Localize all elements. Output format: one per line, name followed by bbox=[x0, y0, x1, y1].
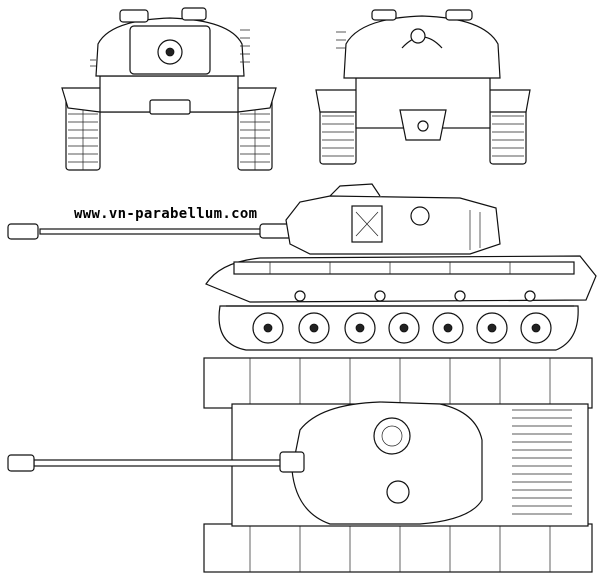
front-view bbox=[61, 7, 277, 171]
rear-view bbox=[315, 9, 531, 165]
top-view bbox=[7, 357, 593, 573]
watermark-text: www.vn-parabellum.com bbox=[74, 206, 258, 222]
side-view bbox=[7, 183, 597, 351]
